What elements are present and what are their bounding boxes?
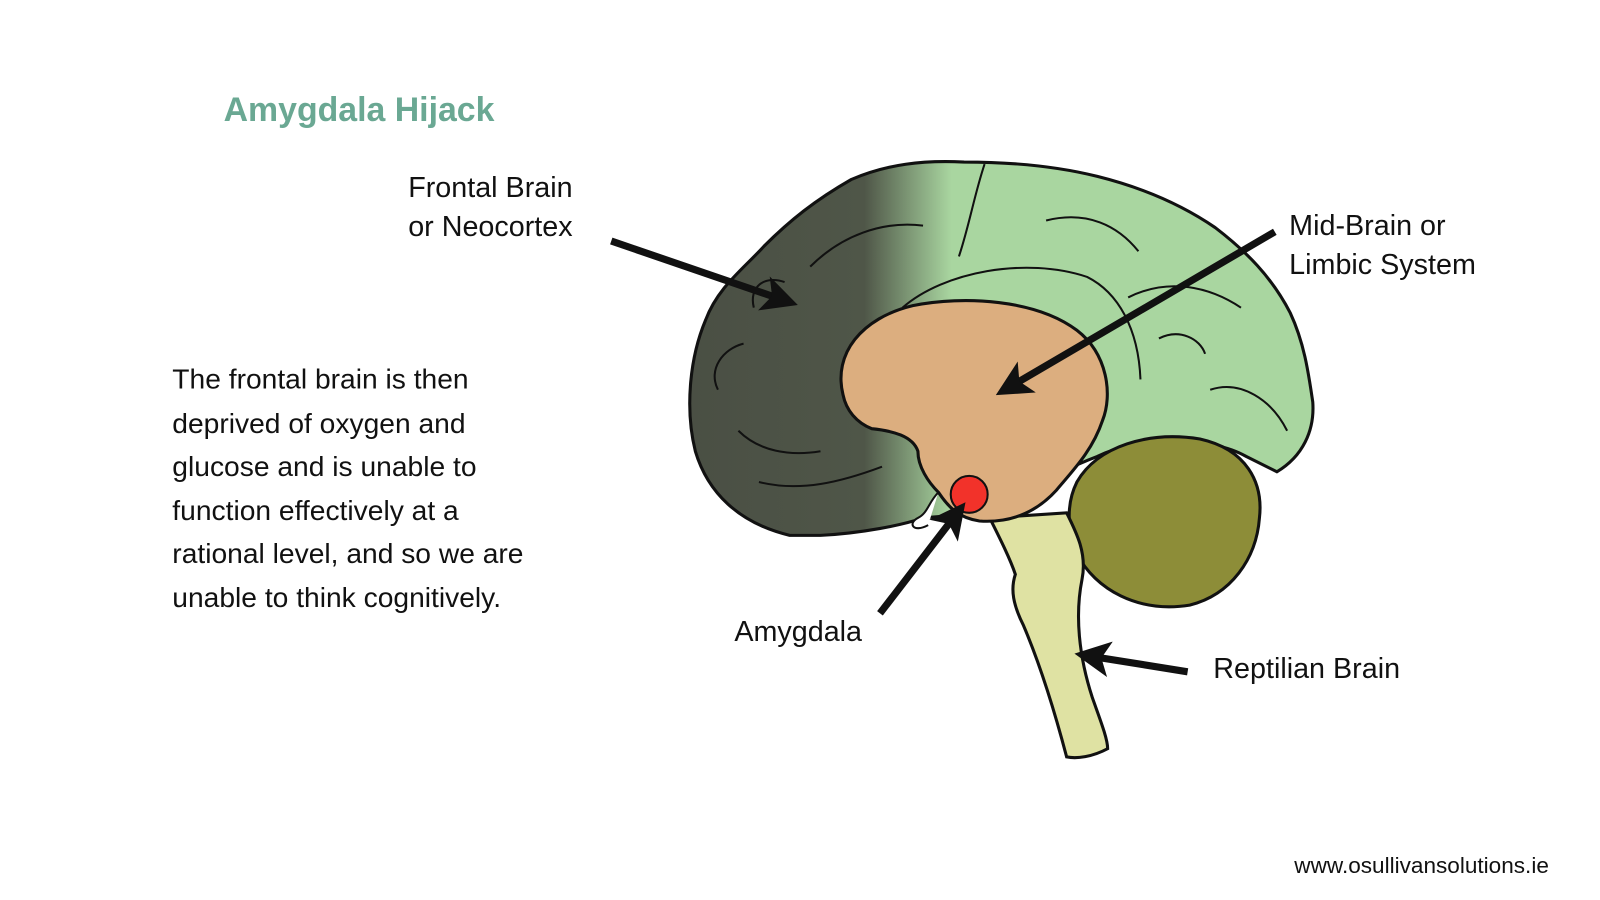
paragraph-line: rational level, and so we are xyxy=(172,537,524,570)
amygdala-shape xyxy=(949,474,989,514)
footer-url: www.osullivansolutions.ie xyxy=(1294,852,1549,878)
label-line: or Neocortex xyxy=(408,210,573,243)
sulci-lines xyxy=(713,163,1289,488)
arrow-reptilian xyxy=(1074,641,1189,678)
paragraph-line: unable to think cognitively. xyxy=(172,581,502,613)
paragraph-line: glucose and is unable to xyxy=(172,450,477,483)
arrow-frontal xyxy=(610,237,798,311)
explanation-paragraph: The frontal brain is then deprived of ox… xyxy=(172,358,603,620)
label-reptilian-brain: Reptilian Brain xyxy=(1213,652,1401,685)
paragraph-line: The frontal brain is then xyxy=(172,363,469,395)
label-line: Limbic System xyxy=(1289,248,1476,280)
brainstem xyxy=(987,511,1110,760)
arrow-amygdala xyxy=(877,502,966,616)
label-line: Mid-Brain or xyxy=(1289,209,1446,242)
paragraph-line: deprived of oxygen and xyxy=(172,406,466,439)
limbic-system xyxy=(839,299,1109,523)
cerebellum xyxy=(1067,435,1262,609)
slide-title: Amygdala Hijack xyxy=(223,90,495,129)
arrow-midbrain xyxy=(995,228,1277,396)
label-mid-brain: Mid-Brain or Limbic System xyxy=(1289,206,1476,284)
paragraph-line: function effectively at a xyxy=(172,493,459,526)
label-line: Frontal Brain xyxy=(408,171,573,204)
label-frontal-brain: Frontal Brain or Neocortex xyxy=(408,168,572,246)
label-amygdala: Amygdala xyxy=(734,615,863,648)
